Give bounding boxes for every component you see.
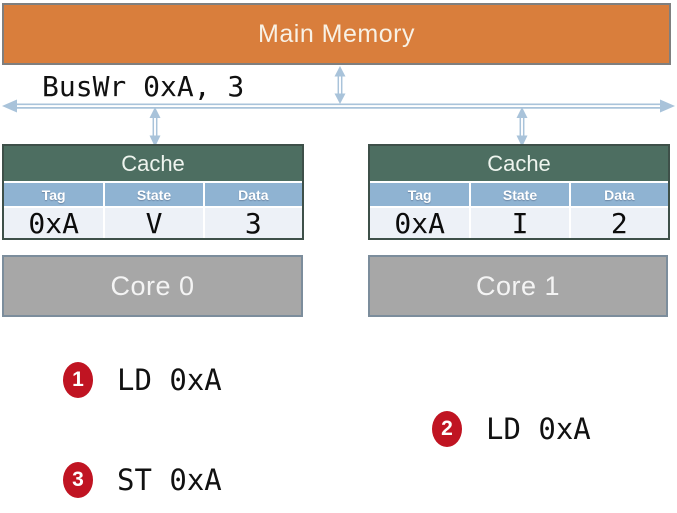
cache1-data-row: 0xA I 2 [370,206,668,240]
cache0-header-row: Tag State Data [4,181,302,206]
step2-number-badge: 2 [432,411,462,447]
cache0-cell-state: V [103,207,203,240]
core1-label: Core 1 [475,270,561,301]
cache1-cell-data: 2 [568,207,668,240]
core0-box: Core 0 [2,255,303,317]
core0-label: Core 0 [110,270,195,301]
memory-bus-connector-arrow-icon [334,66,346,104]
step1-number-badge: 1 [63,362,93,398]
cache1-column-header-data: Data [568,183,668,206]
cache0-column-header-data: Data [202,183,302,206]
step-item-3: 3 ST 0xA [63,462,222,498]
step1-label: LD 0xA [117,363,222,397]
cache0-cell-data: 3 [202,207,302,240]
cache1-header-row: Tag State Data [370,181,668,206]
main-memory-box: Main Memory [2,3,671,65]
step3-number-badge: 3 [63,462,93,498]
cache1-title: Cache [370,146,668,181]
main-memory-label: Main Memory [258,19,415,48]
bus-double-arrow-icon [2,99,675,113]
cache0-column-header-tag: Tag [4,183,104,206]
cache0-table: Cache Tag State Data 0xA V 3 [2,144,304,240]
step-item-1: 1 LD 0xA [63,362,222,398]
cache1-table: Cache Tag State Data 0xA I 2 [368,144,670,240]
cache1-column-header-state: State [469,183,569,206]
step-item-2: 2 LD 0xA [432,411,591,447]
cache0-bus-connector-arrow-icon [149,107,161,147]
step2-label: LD 0xA [486,412,591,446]
cache0-cell-tag: 0xA [4,207,104,240]
cache0-title: Cache [4,146,302,181]
core1-box: Core 1 [368,255,668,317]
cache0-column-header-state: State [103,183,203,206]
step3-label: ST 0xA [117,463,222,497]
cache0-data-row: 0xA V 3 [4,206,302,240]
cache1-bus-connector-arrow-icon [516,107,528,147]
bus-transaction-label: BusWr 0xA, 3 [42,70,245,103]
cache1-cell-state: I [469,207,569,240]
cache1-column-header-tag: Tag [370,183,470,206]
cache1-cell-tag: 0xA [370,207,470,240]
